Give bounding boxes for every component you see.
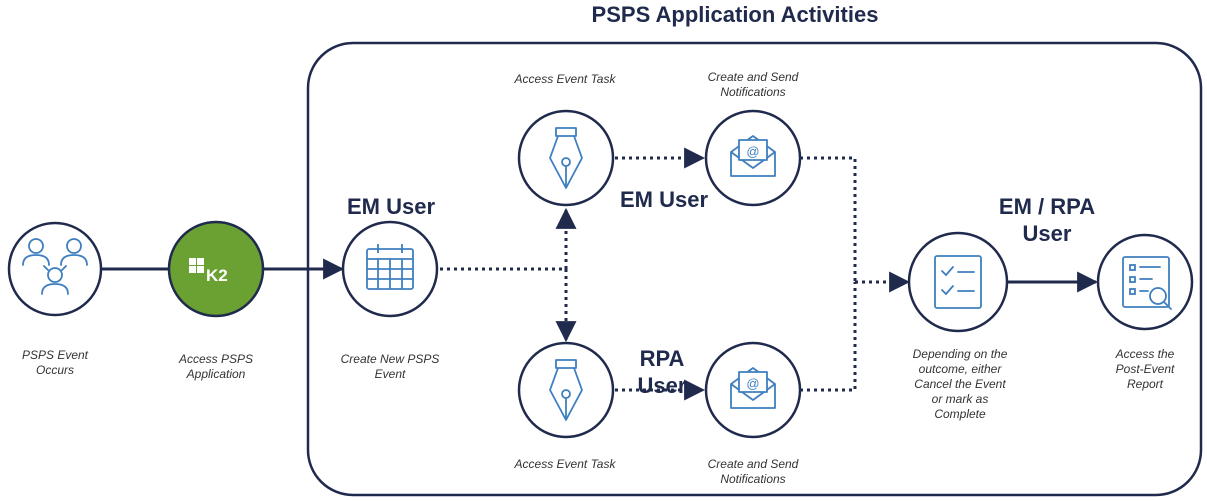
caption-line: PSPS Event bbox=[21, 348, 89, 362]
caption-line: Complete bbox=[934, 407, 986, 421]
caption-line: Access PSPS bbox=[178, 352, 254, 366]
node-k2-circle bbox=[167, 220, 265, 318]
caption-task-top: Access Event Task bbox=[490, 72, 640, 87]
caption-line: Access Event Task bbox=[514, 457, 616, 471]
caption-line: Create and Send bbox=[707, 70, 799, 84]
caption-create: Create New PSPS Event bbox=[320, 352, 460, 382]
pen-nib-icon bbox=[549, 359, 583, 421]
role-em-rpa-user-line1: EM / RPA bbox=[998, 194, 1096, 219]
node-outcome-circle bbox=[907, 231, 1009, 333]
node-event-circle bbox=[7, 221, 103, 317]
role-em-rpa-user-line2: User bbox=[1022, 221, 1072, 246]
node-circles bbox=[7, 109, 1194, 439]
caption-outcome: Depending on the outcome, either Cancel … bbox=[890, 347, 1030, 422]
role-em-user-top: EM User bbox=[619, 187, 709, 212]
report-search-icon bbox=[1122, 256, 1172, 310]
caption-line: Post-Event bbox=[1115, 362, 1175, 376]
connector-notify-bottom-out bbox=[800, 282, 857, 392]
caption-report: Access the Post-Event Report bbox=[1095, 347, 1195, 392]
role-em-rpa-user: EM / RPA User bbox=[982, 193, 1112, 247]
caption-task-bottom: Access Event Task bbox=[490, 457, 640, 472]
caption-line: Cancel the Event bbox=[914, 377, 1006, 391]
caption-notify-top: Create and Send Notifications bbox=[685, 70, 821, 100]
role-rpa-user: RPA User bbox=[622, 345, 702, 399]
caption-line: Access the bbox=[1115, 347, 1175, 361]
checklist-icon bbox=[934, 255, 982, 309]
email-icon: @ bbox=[730, 367, 776, 409]
caption-line: Create and Send bbox=[707, 457, 799, 471]
caption-line: Occurs bbox=[35, 363, 74, 377]
email-icon: @ bbox=[730, 135, 776, 177]
svg-text:K2: K2 bbox=[206, 266, 228, 285]
calendar-icon bbox=[366, 244, 414, 290]
caption-line: Notifications bbox=[720, 472, 786, 486]
svg-text:@: @ bbox=[746, 144, 759, 159]
role-rpa-user-line1: RPA bbox=[639, 346, 685, 371]
caption-line: Depending on the bbox=[912, 347, 1008, 361]
connector-notify-top-out bbox=[800, 156, 857, 282]
svg-text:@: @ bbox=[746, 376, 759, 391]
caption-notify-bottom: Create and Send Notifications bbox=[685, 457, 821, 487]
caption-line: Create New PSPS bbox=[340, 352, 440, 366]
caption-event: PSPS Event Occurs bbox=[5, 348, 105, 378]
caption-line: Notifications bbox=[720, 85, 786, 99]
pen-nib-icon bbox=[549, 127, 583, 189]
role-em-user-left: EM User bbox=[346, 194, 436, 219]
caption-line: Event bbox=[374, 367, 406, 381]
connectors bbox=[102, 147, 1099, 401]
k2-logo: K2 bbox=[189, 258, 228, 285]
caption-line: or mark as bbox=[931, 392, 989, 406]
caption-line: Application bbox=[186, 367, 246, 381]
caption-line: Access Event Task bbox=[514, 72, 616, 86]
node-report-circle bbox=[1096, 233, 1194, 331]
caption-line: Report bbox=[1126, 377, 1164, 391]
users-icon bbox=[22, 238, 88, 295]
diagram-title: PSPS Application Activities bbox=[591, 2, 879, 27]
caption-k2: Access PSPS Application bbox=[160, 352, 272, 382]
role-rpa-user-line2: User bbox=[637, 373, 687, 398]
caption-line: outcome, either bbox=[918, 362, 1002, 376]
